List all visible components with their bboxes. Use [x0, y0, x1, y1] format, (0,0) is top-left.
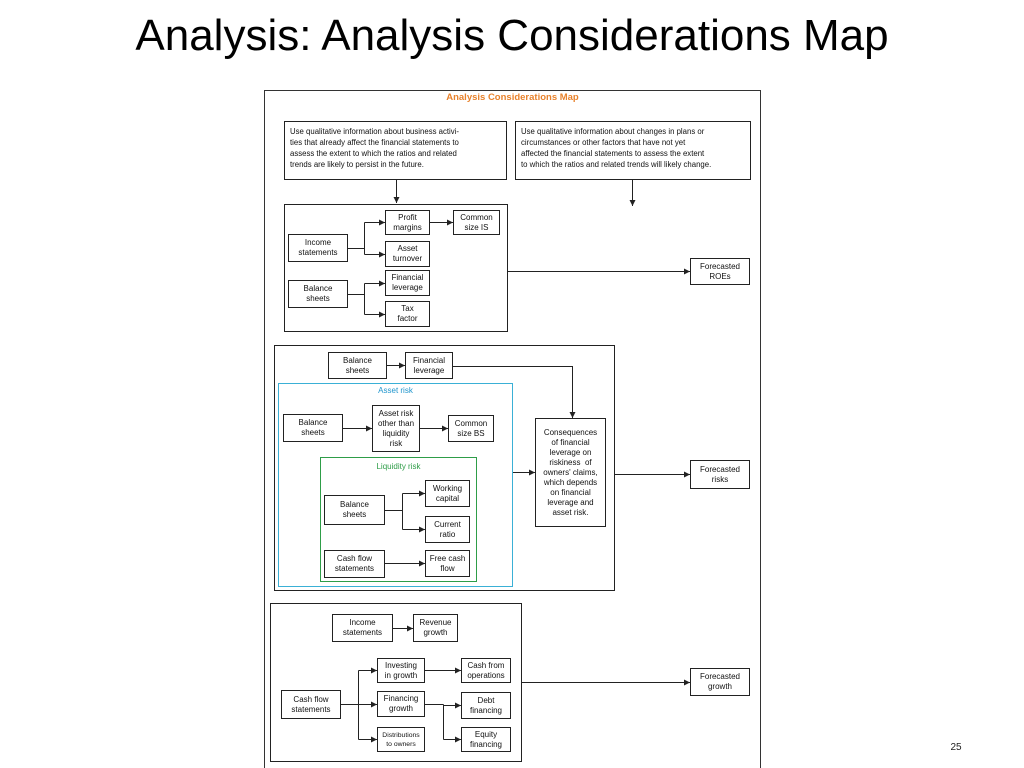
liquidity-risk-region [320, 457, 477, 582]
distributions-to-owners-box: Distributions to owners [377, 727, 425, 752]
map-title: Analysis Considerations Map [446, 92, 579, 103]
forecasted-risks-box: Forecasted risks [690, 460, 750, 489]
roe-balance-sheets-box: Balance sheets [288, 280, 348, 308]
revenue-growth-box: Revenue growth [413, 614, 458, 642]
free-cash-flow-box: Free cash flow [425, 550, 470, 577]
current-ratio-box: Current ratio [425, 516, 470, 543]
asset-risk-other-box: Asset risk other than liquidity risk [372, 405, 420, 452]
asset-turnover-box: Asset turnover [385, 241, 430, 267]
asset-risk-label: Asset risk [378, 386, 413, 395]
asset-risk-region [278, 383, 513, 587]
page-number: 25 [950, 742, 962, 753]
liquidity-balance-sheets-box: Balance sheets [324, 495, 385, 525]
forecasted-growth-box: Forecasted growth [690, 668, 750, 696]
forecasted-roes-box: Forecasted ROEs [690, 258, 750, 285]
growth-cash-flow-statements-box: Cash flow statements [281, 690, 341, 719]
cash-from-operations-box: Cash from operations [461, 658, 511, 683]
working-capital-box: Working capital [425, 480, 470, 507]
risk-financial-leverage-box: Financial leverage [405, 352, 453, 379]
equity-financing-box: Equity financing [461, 727, 511, 752]
liquidity-cash-flow-statements-box: Cash flow statements [324, 550, 385, 578]
tax-factor-box: Tax factor [385, 301, 430, 327]
asset-risk-balance-sheets-box: Balance sheets [283, 414, 343, 442]
note-existing-activities: Use qualitative information about busine… [284, 121, 507, 180]
risk-section [274, 345, 615, 591]
growth-section [270, 603, 522, 762]
common-size-is-box: Common size IS [453, 210, 500, 235]
growth-income-statements-box: Income statements [332, 614, 393, 642]
diagram-frame [264, 90, 761, 768]
liquidity-risk-label: Liquidity risk [376, 462, 421, 471]
roe-financial-leverage-box: Financial leverage [385, 270, 430, 296]
profit-margins-box: Profit margins [385, 210, 430, 235]
debt-financing-box: Debt financing [461, 692, 511, 719]
common-size-bs-box: Common size BS [448, 415, 494, 442]
slide-title: Analysis: Analysis Considerations Map [135, 11, 889, 60]
investing-in-growth-box: Investing in growth [377, 658, 425, 683]
note-changes: Use qualitative information about change… [515, 121, 751, 180]
profitability-section [284, 204, 508, 332]
financing-growth-box: Financing growth [377, 691, 425, 717]
roe-income-statements-box: Income statements [288, 234, 348, 262]
leverage-balance-sheets-box: Balance sheets [328, 352, 387, 379]
consequences-box: Consequences of financial leverage on ri… [535, 418, 606, 527]
